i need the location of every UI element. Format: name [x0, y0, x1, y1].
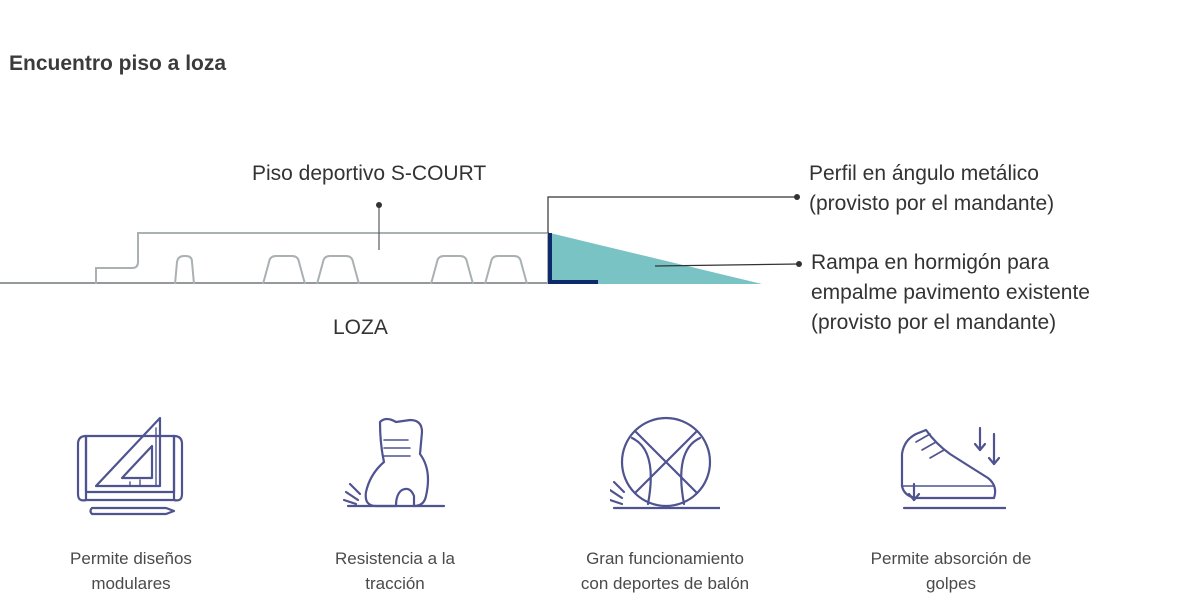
metal-angle-profile [548, 233, 598, 284]
sport-floor-label: Piso deportivo S-COURT [252, 162, 487, 185]
floor-support-foot [262, 255, 306, 285]
ramp-label: Rampa en hormigón para empalme pavimento… [811, 248, 1090, 338]
feature-label-line: modulares [91, 574, 171, 593]
feature-label-line: tracción [365, 574, 425, 593]
concrete-ramp [550, 233, 762, 284]
ramp-leader-line [654, 263, 800, 267]
feature-modular-designs: Permite diseños modulares [31, 414, 231, 596]
floor-leader-dot [376, 202, 382, 208]
profile-leader-line [547, 196, 797, 233]
basketball-icon [610, 416, 720, 510]
feature-shock-absorption: Permite absorción de golpes [851, 414, 1051, 596]
sneaker-traction-icon [342, 417, 446, 508]
floor-support-foot [174, 255, 195, 285]
ramp-leader-dot [796, 261, 802, 267]
feature-label-line: Resistencia a la [334, 549, 455, 568]
feature-label-line: golpes [925, 574, 977, 593]
page-title: Encuentro piso a loza [9, 52, 227, 75]
ramp-label-line: Rampa en hormigón para [811, 251, 1050, 274]
feature-label: Permite diseños modulares [31, 546, 231, 596]
feature-ball-sports: Gran funcionamiento con deportes de baló… [565, 414, 765, 596]
shoe-shock-absorption-icon [900, 426, 1006, 510]
feature-label-line: Permite diseños [70, 549, 192, 568]
slab-label: LOZA [333, 316, 388, 339]
profile-label-line: Perfil en ángulo metálico [809, 162, 1039, 185]
feature-label-line: Gran funcionamiento [586, 549, 744, 568]
feature-label: Permite absorción de golpes [851, 546, 1051, 596]
profile-label: Perfil en ángulo metálico (provisto por … [809, 159, 1054, 219]
blueprint-triangle-icon [76, 416, 184, 516]
profile-leader-dot [794, 194, 800, 200]
feature-label: Resistencia a la tracción [295, 546, 495, 596]
sport-floor-profile [95, 232, 549, 284]
floor-support-foot [430, 255, 474, 285]
feature-label-line: con deportes de balón [580, 574, 750, 593]
ramp-label-line: empalme pavimento existente [811, 281, 1090, 304]
feature-label: Gran funcionamiento con deportes de baló… [565, 546, 765, 596]
floor-support-foot [484, 255, 528, 285]
floor-support-foot [316, 255, 360, 285]
profile-label-line: (provisto por el mandante) [809, 192, 1055, 215]
ramp-label-line: (provisto por el mandante) [811, 311, 1057, 334]
feature-label-line: Permite absorción de [870, 549, 1032, 568]
feature-traction-resistance: Resistencia a la tracción [295, 414, 495, 596]
